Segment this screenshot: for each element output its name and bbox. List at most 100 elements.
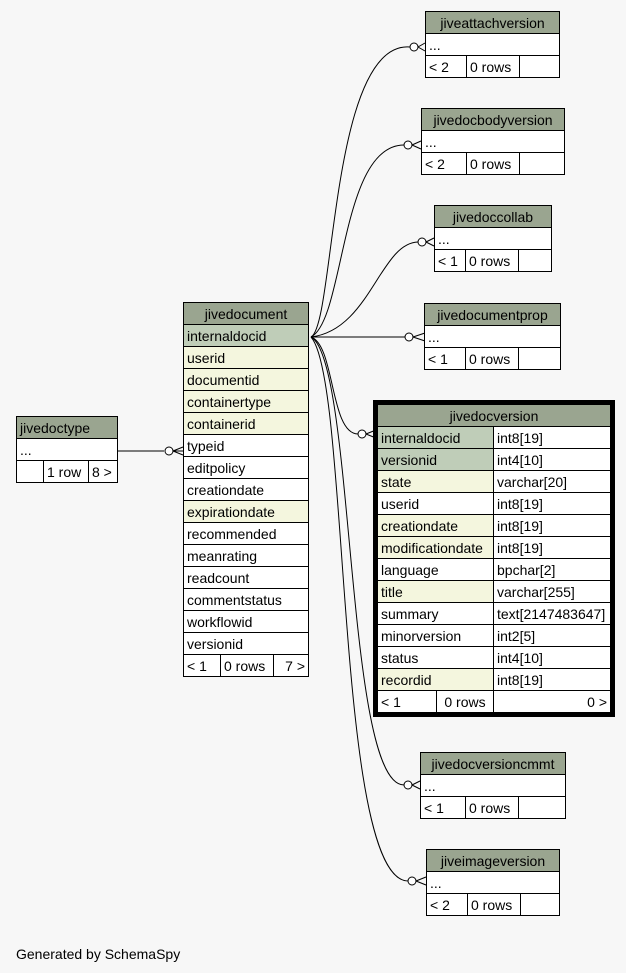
children-count: < 1 bbox=[420, 796, 466, 819]
parents-count: 0 > bbox=[493, 690, 611, 713]
table-title[interactable]: jivedocumentprop bbox=[424, 303, 561, 326]
column-userid: userid bbox=[183, 346, 309, 369]
column-type: varchar[20] bbox=[493, 470, 611, 493]
ellipsis-row: ... bbox=[420, 774, 566, 797]
row-count: 0 rows bbox=[465, 249, 519, 272]
column-type: int2[5] bbox=[493, 624, 611, 647]
column-meanrating: meanrating bbox=[183, 544, 309, 567]
children-count: < 2 bbox=[426, 893, 468, 916]
column-containertype: containertype bbox=[183, 390, 309, 413]
ellipsis-row: ... bbox=[434, 227, 552, 250]
row-count: 0 rows bbox=[465, 796, 519, 819]
column-typeid: typeid bbox=[183, 434, 309, 457]
children-count: < 1 bbox=[377, 690, 437, 713]
row-count: 0 rows bbox=[467, 893, 521, 916]
table-title[interactable]: jivedocument bbox=[183, 302, 309, 325]
link-docbodyversion bbox=[310, 144, 405, 338]
column-versionid: versionid bbox=[183, 632, 309, 655]
table-title[interactable]: jivedoctype bbox=[16, 416, 118, 439]
row-count: 0 rows bbox=[220, 654, 274, 677]
table-jiveimageversion[interactable]: jiveimageversion ... < 2 0 rows bbox=[426, 849, 560, 916]
column-commentstatus: commentstatus bbox=[183, 588, 309, 611]
column-type: int8[19] bbox=[493, 668, 611, 691]
link-doccollab bbox=[310, 241, 419, 338]
parents-count bbox=[518, 249, 552, 272]
column-documentid: documentid bbox=[183, 368, 309, 391]
table-title[interactable]: jivedocversioncmmt bbox=[420, 752, 566, 775]
children-count: < 1 bbox=[183, 654, 221, 677]
column-type: bpchar[2] bbox=[493, 558, 611, 581]
column-name: language bbox=[377, 558, 494, 581]
column-name: modificationdate bbox=[377, 536, 494, 559]
children-count: < 2 bbox=[425, 55, 467, 78]
row-count: 1 row bbox=[43, 460, 89, 483]
column-type: varchar[255] bbox=[493, 580, 611, 603]
parents-count bbox=[519, 55, 560, 78]
children-count: < 1 bbox=[434, 249, 466, 272]
table-title[interactable]: jivedocversion bbox=[377, 404, 611, 427]
row-count: 0 rows bbox=[466, 152, 520, 175]
column-internaldocid: internaldocid bbox=[183, 324, 309, 347]
ellipsis-row: ... bbox=[421, 130, 565, 153]
table-title[interactable]: jivedoccollab bbox=[434, 205, 552, 228]
table-jivedocbodyversion[interactable]: jivedocbodyversion ... < 2 0 rows bbox=[421, 108, 565, 175]
ellipsis-row: ... bbox=[425, 33, 560, 56]
parents-count bbox=[518, 347, 561, 370]
column-type: int8[19] bbox=[493, 426, 611, 449]
link-docversioncmmt bbox=[310, 336, 405, 786]
link-docversion bbox=[310, 336, 359, 435]
parents-count bbox=[519, 152, 565, 175]
children-count: < 1 bbox=[424, 347, 466, 370]
table-jiveattachversion[interactable]: jiveattachversion ... < 2 0 rows bbox=[425, 11, 560, 78]
column-name: title bbox=[377, 580, 494, 603]
column-name: userid bbox=[377, 492, 494, 515]
parents-count: 7 > bbox=[273, 654, 309, 677]
column-expirationdate: expirationdate bbox=[183, 500, 309, 523]
parents-count: 8 > bbox=[88, 460, 118, 483]
column-creationdate: creationdate bbox=[183, 478, 309, 501]
parents-count bbox=[520, 893, 560, 916]
column-recommended: recommended bbox=[183, 522, 309, 545]
table-jivedocversioncmmt[interactable]: jivedocversioncmmt ... < 1 0 rows bbox=[420, 752, 566, 819]
link-imageversion bbox=[310, 336, 409, 882]
row-count: 0 rows bbox=[465, 347, 519, 370]
column-type: int4[10] bbox=[493, 448, 611, 471]
table-jivedoccollab[interactable]: jivedoccollab ... < 1 0 rows bbox=[434, 205, 552, 272]
ellipsis-row: ... bbox=[426, 871, 560, 894]
table-title[interactable]: jiveattachversion bbox=[425, 11, 560, 34]
link-attachversion bbox=[310, 46, 411, 338]
column-name: status bbox=[377, 646, 494, 669]
column-type: int8[19] bbox=[493, 492, 611, 515]
table-title[interactable]: jivedocbodyversion bbox=[421, 108, 565, 131]
column-name: versionid bbox=[377, 448, 494, 471]
column-name: summary bbox=[377, 602, 494, 625]
table-jivedocumentprop[interactable]: jivedocumentprop ... < 1 0 rows bbox=[424, 303, 561, 370]
table-jivedoctype[interactable]: jivedoctype ... 1 row 8 > bbox=[16, 416, 118, 483]
column-name: state bbox=[377, 470, 494, 493]
column-name: recordid bbox=[377, 668, 494, 691]
column-name: minorversion bbox=[377, 624, 494, 647]
column-type: int4[10] bbox=[493, 646, 611, 669]
row-count: 0 rows bbox=[466, 55, 520, 78]
parents-count bbox=[518, 796, 566, 819]
row-count: 0 rows bbox=[436, 690, 494, 713]
column-containerid: containerid bbox=[183, 412, 309, 435]
column-name: internaldocid bbox=[377, 426, 494, 449]
column-type: text[2147483647] bbox=[493, 602, 611, 625]
column-name: creationdate bbox=[377, 514, 494, 537]
table-jivedocument[interactable]: jivedocument internaldocid userid docume… bbox=[183, 302, 309, 677]
column-editpolicy: editpolicy bbox=[183, 456, 309, 479]
children-count: < 2 bbox=[421, 152, 467, 175]
ellipsis-row: ... bbox=[424, 325, 561, 348]
footer-credit: Generated by SchemaSpy bbox=[16, 946, 181, 962]
column-type: int8[19] bbox=[493, 514, 611, 537]
ellipsis-row: ... bbox=[16, 438, 118, 461]
children-count bbox=[16, 460, 44, 483]
column-workflowid: workflowid bbox=[183, 610, 309, 633]
table-title[interactable]: jiveimageversion bbox=[426, 849, 560, 872]
column-type: int8[19] bbox=[493, 536, 611, 559]
column-readcount: readcount bbox=[183, 566, 309, 589]
